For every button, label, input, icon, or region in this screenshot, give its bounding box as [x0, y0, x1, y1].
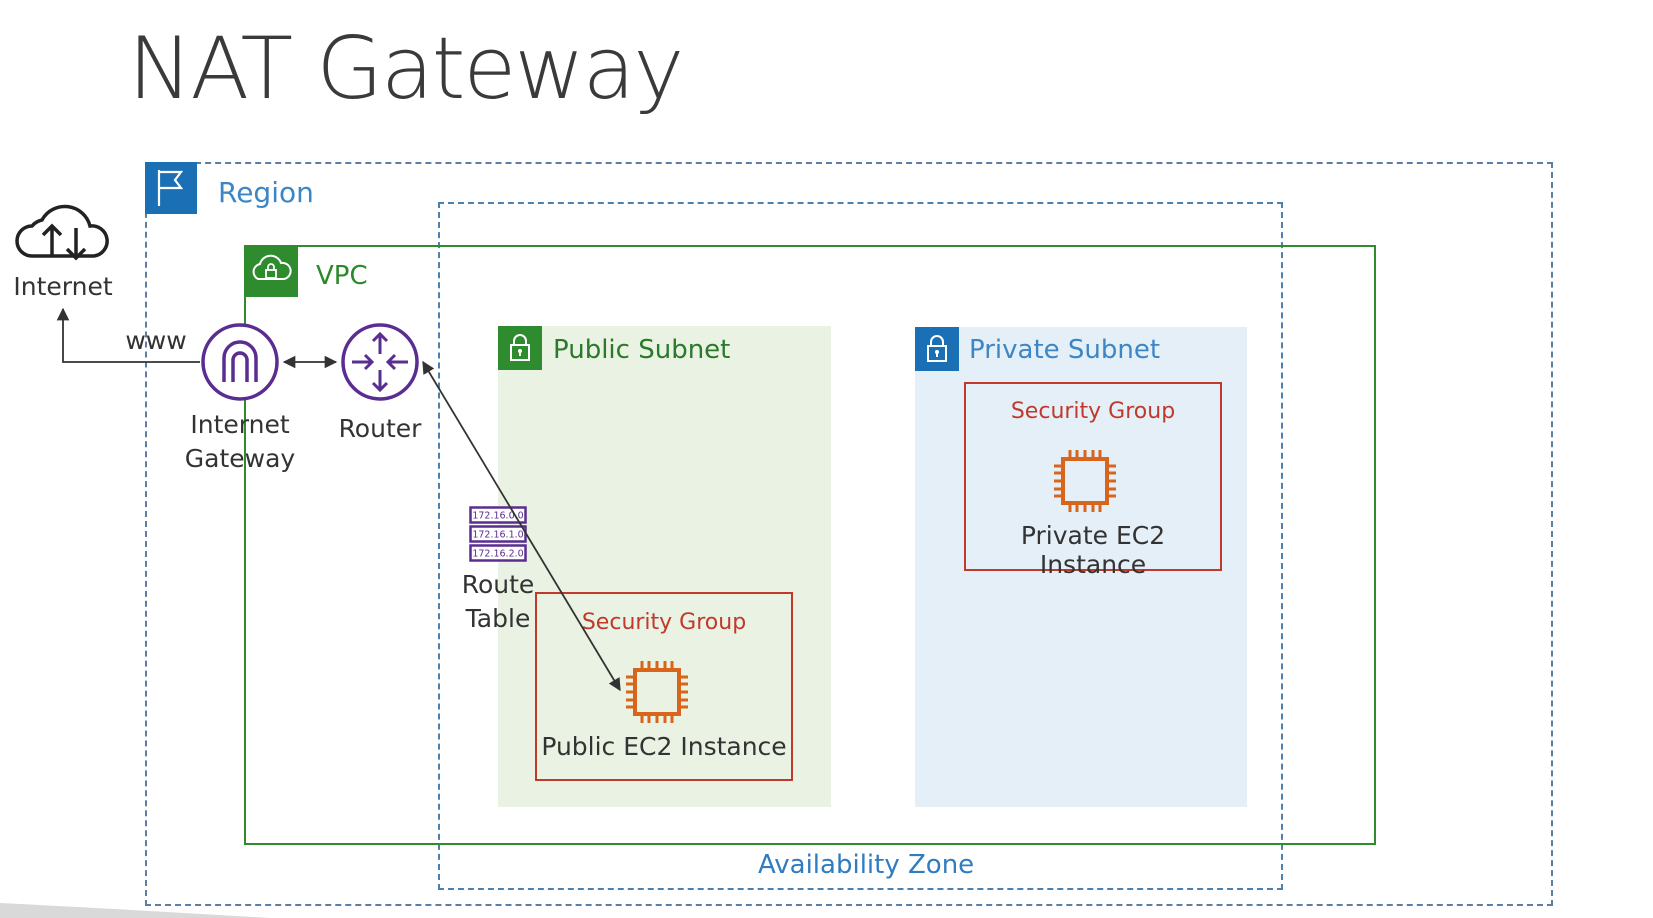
private-subnet-label: Private Subnet: [969, 335, 1161, 365]
private-subnet: [915, 327, 1247, 807]
public-subnet-label: Public Subnet: [553, 335, 731, 365]
private-security-group-label: Security Group: [1010, 399, 1176, 424]
www-label: www: [125, 326, 187, 355]
vpc-label: VPC: [316, 261, 368, 291]
public-ec2-instance-label: Public EC2 Instance: [541, 732, 787, 761]
region-flag-icon: [145, 162, 197, 214]
internet-gateway-label-line1: Internet: [190, 410, 290, 439]
availability-zone-label: Availability Zone: [758, 850, 975, 880]
router-label: Router: [338, 414, 422, 443]
internet-to-gateway-line: [56, 307, 200, 363]
region-label: Region: [218, 176, 314, 209]
internet-label: Internet: [13, 272, 113, 301]
page-title: NAT Gateway: [128, 19, 684, 119]
public-ec2-chip-icon: [622, 657, 692, 727]
internet-cloud-icon: [10, 190, 120, 266]
router-icon: [340, 322, 420, 402]
router-to-public-ec2-line: [422, 360, 621, 692]
private-subnet-lock-icon: [915, 327, 959, 371]
slide-footer-curve: [0, 903, 270, 918]
private-ec2-chip-icon: [1050, 446, 1120, 516]
internet-gateway-icon: [200, 322, 280, 402]
private-ec2-instance-label: Private EC2 Instance: [1020, 521, 1166, 579]
vpc-cloud-lock-icon: [244, 245, 298, 297]
region-box: [145, 162, 1553, 906]
private-security-group-box: [964, 382, 1222, 571]
vpc-box: [244, 245, 1376, 845]
internet-gateway-label-line2: Gateway: [184, 444, 296, 473]
